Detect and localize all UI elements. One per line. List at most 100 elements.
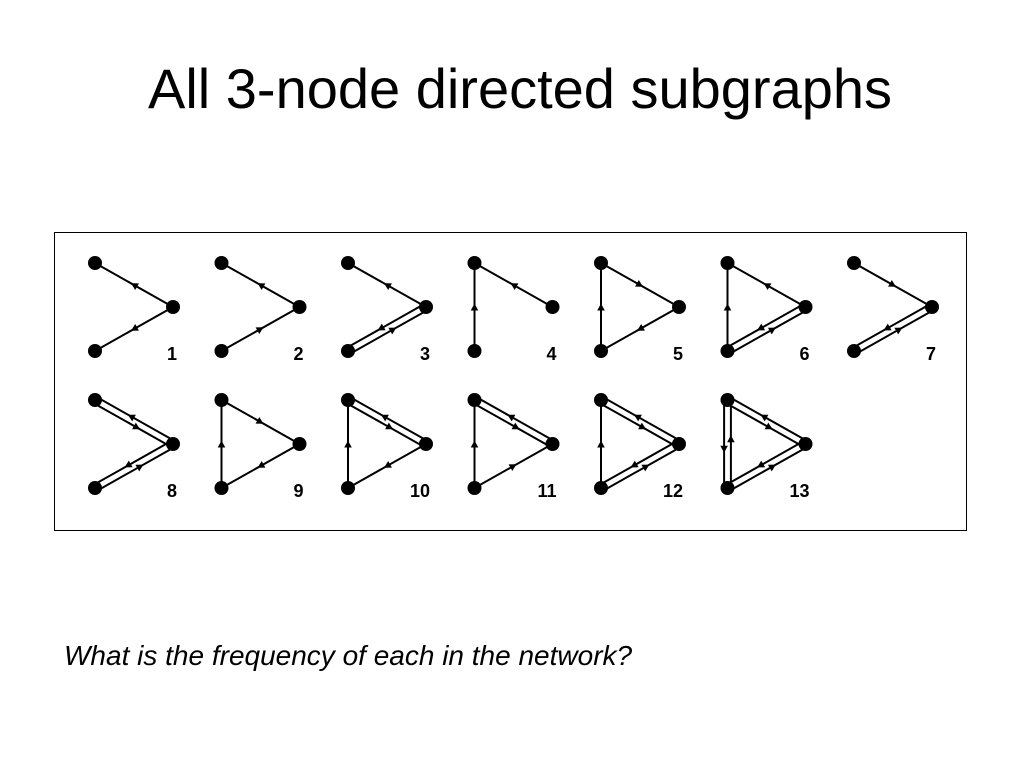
arrowhead — [720, 445, 728, 453]
node-a — [88, 256, 102, 270]
arrowhead — [633, 414, 642, 422]
node-c — [720, 481, 735, 495]
motif-6: 6 — [720, 256, 813, 364]
edge-A-B — [345, 396, 429, 448]
motif-3: 3 — [341, 256, 433, 364]
node-a — [720, 393, 735, 407]
edge-line — [96, 396, 176, 442]
node-b — [419, 437, 433, 451]
node-a — [214, 256, 229, 270]
arrowhead — [883, 323, 892, 331]
node-b — [166, 300, 180, 314]
edge-C-A — [723, 263, 732, 351]
motif-number-label: 8 — [167, 481, 177, 501]
edge-line — [345, 303, 425, 349]
edge-line — [92, 402, 172, 448]
arrowhead — [727, 435, 735, 443]
motif-5: 5 — [594, 256, 686, 364]
node-c — [720, 344, 735, 358]
arrowhead — [132, 422, 141, 430]
edge-C-A — [597, 400, 605, 488]
arrowhead — [131, 283, 139, 290]
motif-number-label: 4 — [546, 344, 556, 364]
arrowhead — [767, 464, 776, 472]
node-c — [341, 481, 355, 495]
node-b — [798, 437, 813, 451]
arrowhead — [508, 464, 517, 471]
edge-C-A — [597, 263, 605, 351]
node-b — [545, 437, 560, 451]
motif-8: 8 — [88, 393, 180, 501]
edge-B-C — [92, 440, 176, 492]
arrowhead — [388, 327, 397, 335]
edge-line — [725, 440, 805, 486]
motif-number-label: 10 — [410, 481, 430, 501]
edge-A-B — [221, 399, 300, 445]
motif-10: 10 — [341, 393, 433, 501]
edge-A-B — [600, 262, 680, 308]
arrowhead — [380, 414, 389, 422]
edge-C-A — [217, 400, 226, 488]
node-c — [214, 481, 229, 495]
motif-number-label: 6 — [799, 344, 809, 364]
node-a — [341, 393, 355, 407]
edge-line — [855, 309, 935, 355]
edge-B-C — [725, 440, 808, 492]
arrowhead — [257, 461, 266, 468]
node-c — [214, 344, 229, 358]
arrowhead — [124, 460, 133, 468]
node-b — [925, 300, 939, 314]
edge-B-C — [345, 303, 429, 355]
arrowhead — [470, 303, 479, 311]
arrowhead — [384, 283, 392, 290]
motif-number-label: 2 — [293, 344, 303, 364]
node-c — [594, 344, 608, 358]
edge-A-B — [853, 262, 933, 308]
motif-number-label: 1 — [167, 344, 177, 364]
arrowhead — [470, 440, 479, 448]
node-c — [88, 481, 102, 495]
arrowhead — [767, 327, 776, 335]
slide-title: All 3-node directed subgraphs — [147, 57, 893, 120]
edge-B-C — [347, 443, 427, 489]
edge-B-C — [598, 440, 682, 492]
arrowhead — [641, 464, 650, 472]
edge-line — [349, 309, 429, 355]
edge-C-B — [221, 306, 300, 352]
edge-A-B — [725, 396, 808, 448]
edge-A-B — [92, 396, 176, 448]
motif-1: 1 — [88, 256, 180, 364]
edge-line — [728, 309, 808, 355]
node-c — [341, 344, 355, 358]
edge-line — [598, 402, 678, 448]
arrowhead — [217, 440, 226, 448]
arrowhead — [763, 283, 772, 290]
motif-13: 13 — [720, 393, 813, 501]
node-b — [545, 300, 560, 314]
edge-line — [475, 396, 555, 442]
node-b — [166, 437, 180, 451]
arrowhead — [630, 460, 639, 468]
edge-A-B — [472, 396, 555, 448]
motif-number-label: 11 — [537, 481, 556, 501]
node-b — [672, 300, 686, 314]
edge-C-A — [470, 400, 479, 488]
arrowhead — [510, 283, 519, 290]
arrowhead — [764, 422, 773, 430]
motif-number-label: 12 — [663, 481, 683, 501]
motif-number-label: 9 — [293, 481, 303, 501]
arrowhead — [384, 461, 392, 468]
arrowhead — [131, 324, 139, 331]
node-a — [594, 393, 608, 407]
arrowhead — [507, 414, 516, 422]
arrowhead — [723, 303, 732, 311]
node-c — [847, 344, 861, 358]
edge-B-A — [474, 262, 553, 308]
arrowhead — [255, 327, 264, 334]
edge-line — [725, 303, 805, 349]
arrowhead — [597, 440, 605, 448]
edge-A-C — [720, 400, 735, 488]
edge-B-A — [727, 262, 806, 308]
edge-line — [598, 440, 678, 486]
